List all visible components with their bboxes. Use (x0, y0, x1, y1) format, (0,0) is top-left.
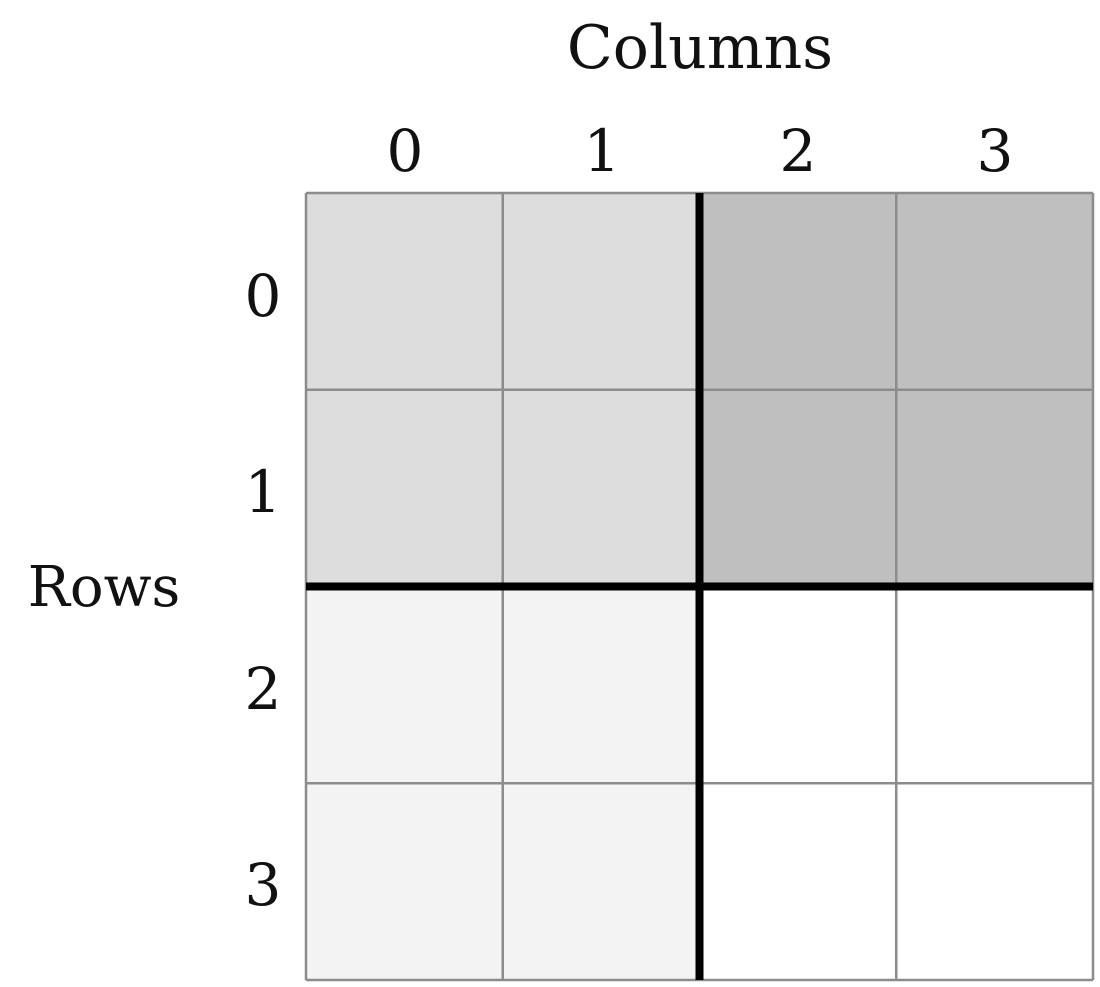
grid-cell-r3-c2 (699, 783, 897, 980)
grid-cell-r0-c3 (896, 193, 1093, 390)
grid-cell-r2-c0 (306, 586, 503, 784)
row-label-1: 1 (244, 458, 282, 526)
column-label-1: 1 (583, 117, 621, 185)
grid-cell-r2-c3 (896, 586, 1093, 784)
grid-cell-r1-c2 (699, 389, 897, 587)
column-label-3: 3 (976, 117, 1014, 185)
columns-title: Columns (566, 13, 834, 83)
grid-cell-r1-c0 (306, 389, 503, 587)
grid-cell-r3-c1 (502, 783, 700, 980)
grid-cell-r2-c1 (502, 586, 700, 784)
column-label-2: 2 (779, 117, 817, 185)
grid-cell-r1-c1 (502, 389, 700, 587)
grid-cell-r0-c0 (306, 193, 503, 390)
grid-cell-r3-c3 (896, 783, 1093, 980)
grid-cell-r0-c2 (699, 193, 897, 390)
row-label-2: 2 (244, 655, 282, 723)
row-label-0: 0 (244, 262, 282, 330)
grid-cell-r2-c2 (699, 586, 897, 784)
grid-cell-r0-c1 (502, 193, 700, 390)
column-label-0: 0 (386, 117, 424, 185)
row-label-3: 3 (244, 851, 282, 919)
grid-cell-r1-c3 (896, 389, 1093, 587)
rows-title: Rows (27, 555, 181, 620)
grid-cell-r3-c0 (306, 783, 503, 980)
